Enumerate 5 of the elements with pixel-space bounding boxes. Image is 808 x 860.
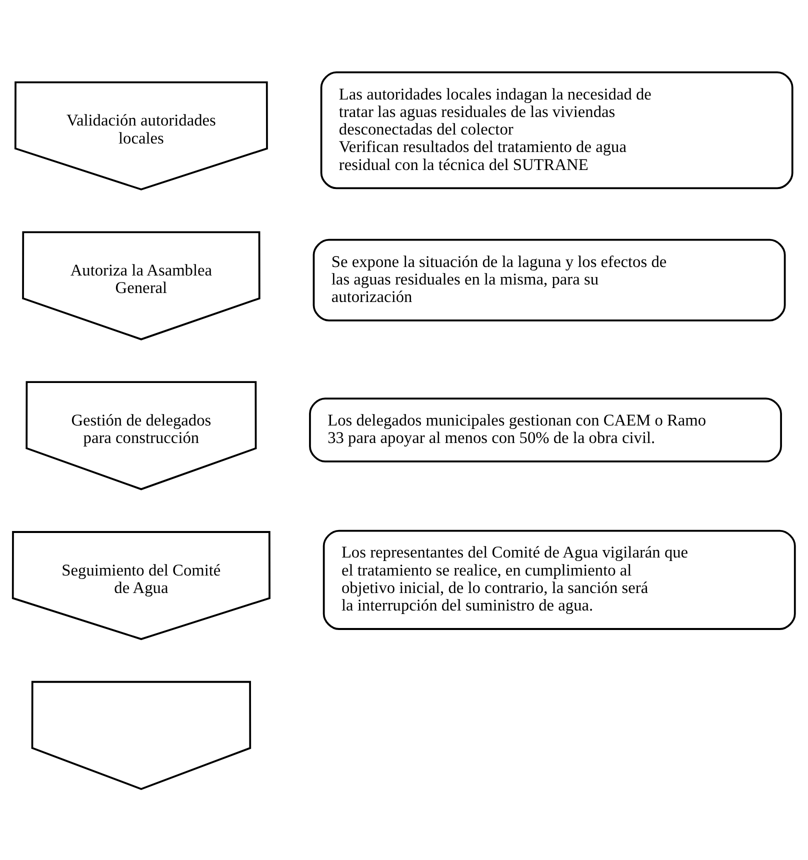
node-box: Los representantes del Comité de Agua vigilarán que el tratamiento se realice, en cumplimiento al objetivo inicial, de lo contrario, la sanción será la interrupción del suministro de agua.	[322, 530, 796, 630]
node-box: Las autoridades locales indagan la necesidad de tratar las aguas residuales de las viviendas desconectadas del colector Verifican resultados del tratamiento de agua residual con la técnica del SUTRANE	[320, 71, 794, 190]
node-box: Los delegados municipales gestionan con CAEM o Ramo 33 para apoyar al menos con 50% de la obra civil.	[309, 398, 782, 462]
node-chevron	[31, 680, 252, 790]
node-box: Se expone la situación de la laguna y los efectos de las aguas residuales en la misma, para su autorización	[312, 238, 786, 322]
